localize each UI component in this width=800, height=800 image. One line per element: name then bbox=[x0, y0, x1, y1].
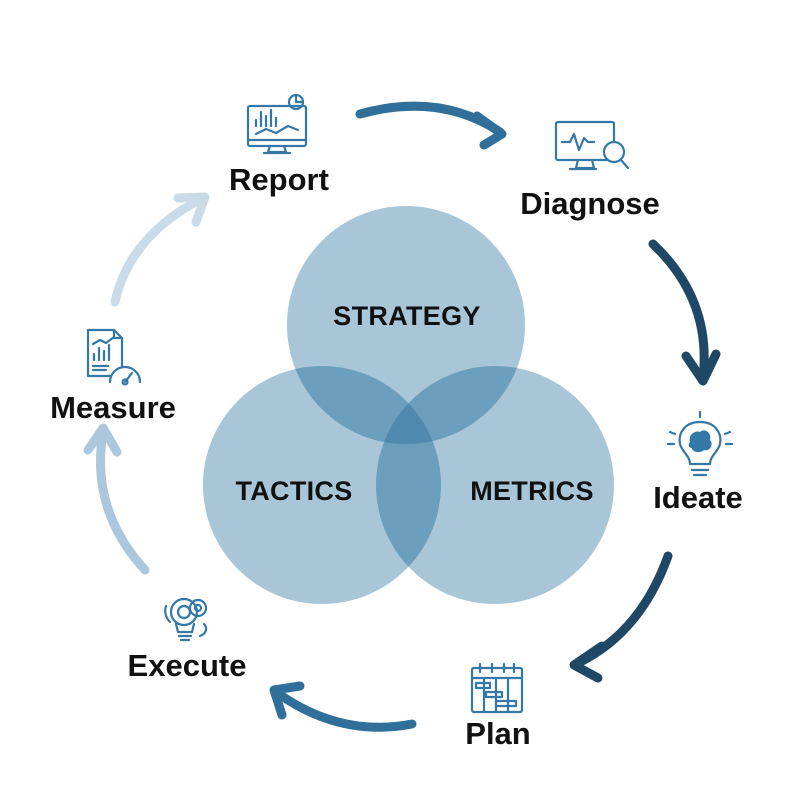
arrow-measure-to-report bbox=[110, 192, 210, 307]
venn-overlap-strategy-metrics bbox=[376, 366, 525, 444]
lightbulb-gears-icon bbox=[164, 597, 208, 642]
step-label-ideate: Ideate bbox=[653, 480, 743, 515]
venn-label-tactics: TACTICS bbox=[235, 476, 352, 506]
arrow-ideate-to-plan bbox=[569, 551, 673, 683]
venn-diagram: STRATEGY TACTICS METRICS bbox=[203, 206, 614, 604]
arrow-execute-to-measure bbox=[83, 423, 150, 575]
arrow-report-to-diagnose bbox=[355, 101, 507, 150]
cycle-arrows bbox=[83, 101, 721, 732]
venn-overlap-strategy-tactics bbox=[287, 366, 441, 444]
step-label-diagnose: Diagnose bbox=[520, 186, 660, 221]
gantt-calendar-icon bbox=[470, 662, 524, 714]
report-gauge-icon bbox=[86, 328, 142, 386]
venn-label-metrics: METRICS bbox=[470, 476, 594, 506]
venn-label-strategy: STRATEGY bbox=[333, 301, 480, 331]
arrow-diagnose-to-ideate bbox=[648, 239, 721, 386]
step-label-plan: Plan bbox=[465, 716, 530, 751]
step-label-measure: Measure bbox=[50, 390, 176, 425]
step-label-report: Report bbox=[229, 162, 329, 197]
lightbulb-brain-icon bbox=[666, 410, 734, 477]
step-label-execute: Execute bbox=[128, 648, 247, 683]
monitor-report-icon bbox=[246, 93, 308, 155]
arrow-plan-to-execute bbox=[269, 681, 417, 732]
monitor-magnifier-icon bbox=[554, 120, 630, 171]
